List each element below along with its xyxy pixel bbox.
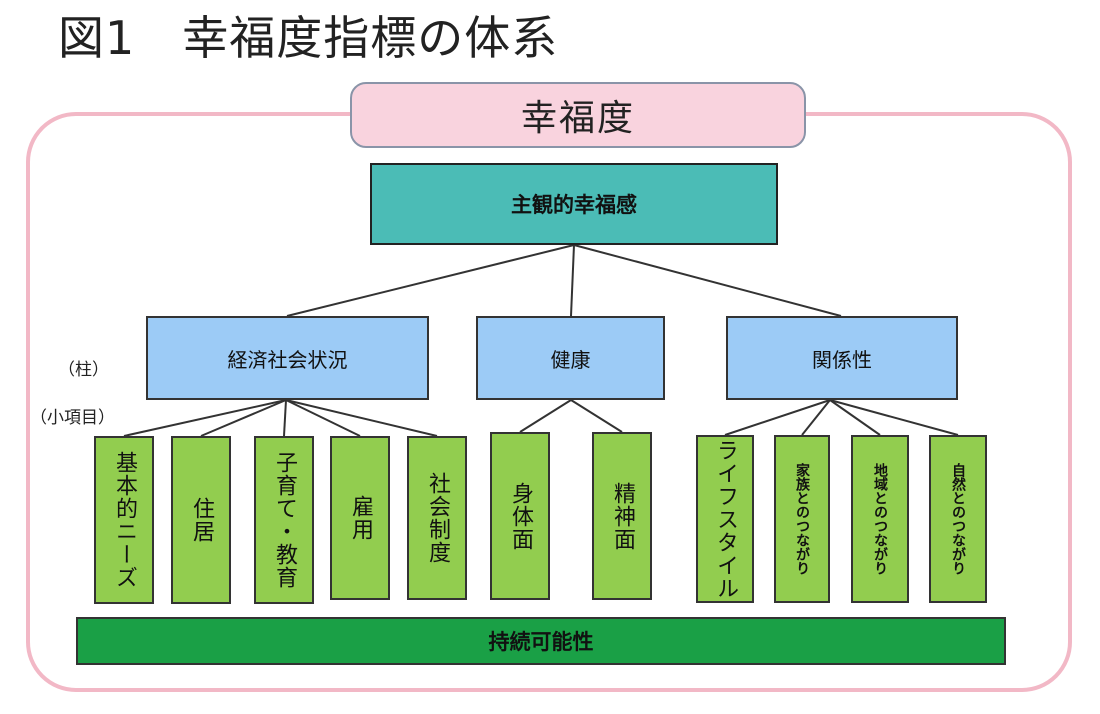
pillar-economic-social: 経済社会状況 <box>146 316 429 400</box>
item-employment: 雇用 <box>330 436 390 600</box>
item-mental: 精神面 <box>592 432 652 600</box>
connector-economic-item5 <box>285 399 438 437</box>
subjective-wellbeing-node: 主観的幸福感 <box>370 163 778 245</box>
connector-economic-item1 <box>123 399 287 437</box>
pillar-level-label: （柱） <box>58 360 109 380</box>
item-physical: 身体面 <box>490 432 550 600</box>
connector-economic-item4 <box>285 399 361 437</box>
connector-relations-item2 <box>801 399 831 436</box>
item-family-ties: 家族とのつながり <box>774 435 830 603</box>
connector-subjective-economic <box>286 244 575 317</box>
connector-health-item1 <box>519 399 572 433</box>
item-nature-ties: 自然とのつながり <box>929 435 987 603</box>
pillar-health: 健康 <box>476 316 665 400</box>
item-childcare-education: 子育て・教育 <box>254 436 314 604</box>
connector-relations-item1 <box>724 399 831 436</box>
connector-economic-item3 <box>283 399 287 437</box>
connector-economic-item2 <box>200 399 287 437</box>
item-level-label: （小項目） <box>30 408 115 428</box>
connector-subjective-health <box>570 244 575 317</box>
connector-relations-item3 <box>829 399 881 436</box>
item-community-ties: 地域とのつながり <box>851 435 909 603</box>
item-social-systems: 社会制度 <box>407 436 467 600</box>
item-lifestyle: ライフスタイル <box>696 435 754 603</box>
sustainability-base: 持続可能性 <box>76 617 1006 665</box>
connector-subjective-relations <box>573 244 842 317</box>
item-housing: 住居 <box>171 436 231 604</box>
connector-health-item2 <box>570 399 623 433</box>
pillar-relationships: 関係性 <box>726 316 958 400</box>
figure-title: 図1 幸福度指標の体系 <box>58 11 559 65</box>
connector-relations-item4 <box>829 399 959 436</box>
item-basic-needs: 基本的ニーズ <box>94 436 154 604</box>
root-node-happiness: 幸福度 <box>350 82 806 148</box>
